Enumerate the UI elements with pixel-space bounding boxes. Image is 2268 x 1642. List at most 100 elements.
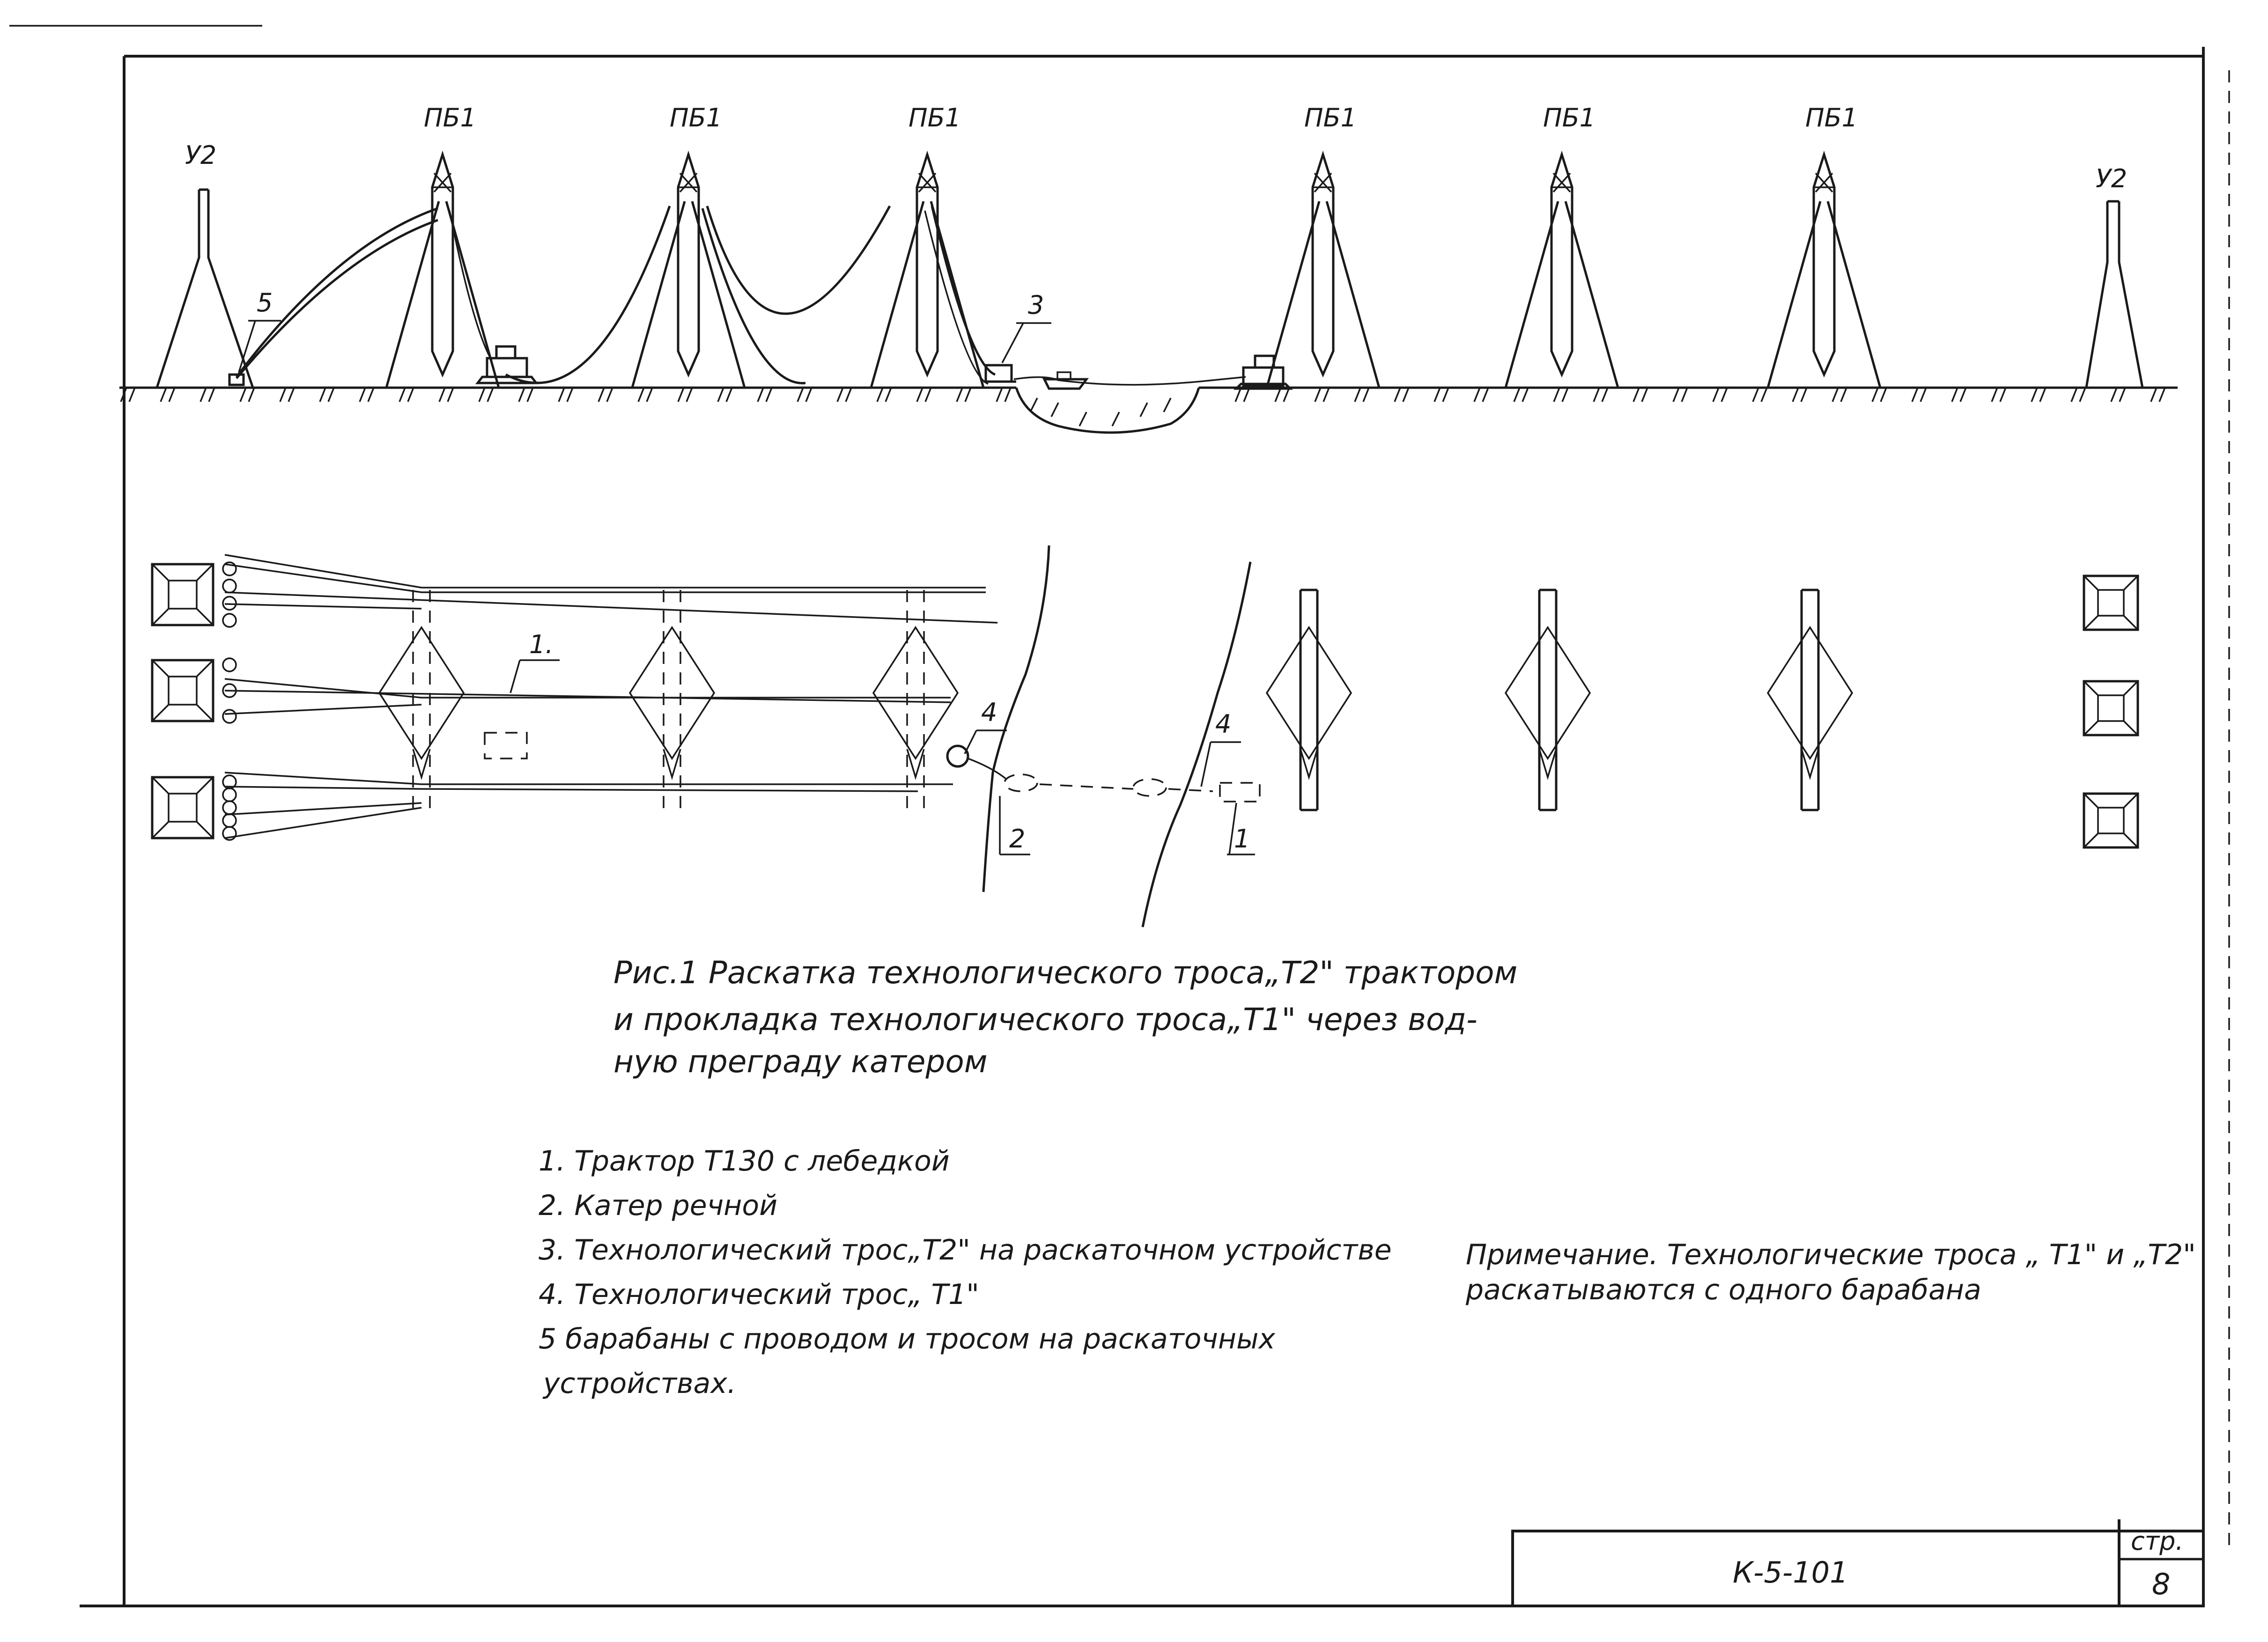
hatch-mark (359, 387, 375, 402)
hatch-mark (1871, 387, 1887, 402)
svg-text:4: 4 (981, 698, 997, 727)
svg-text:5: 5 (257, 288, 273, 317)
caption-line-3: ную преграду катером (613, 1044, 988, 1080)
cable-reel (222, 826, 237, 841)
suspension-tower: ПБ1 (870, 103, 985, 388)
hatch-mark (717, 387, 733, 402)
suspension-tower: ПБ1 (385, 103, 500, 388)
suspension-tower: ПБ1 (1504, 103, 1619, 388)
hatch-mark (518, 387, 534, 402)
boat-elevation (1042, 371, 1089, 390)
hatch-mark (2110, 387, 2126, 402)
ground-line (119, 386, 2178, 434)
plan-suspension-tower (1504, 589, 1591, 811)
hatch-mark (2150, 387, 2166, 402)
hatch-mark (1274, 387, 1290, 402)
hatch-mark (1593, 387, 1609, 402)
suspension-tower: ПБ1 (1265, 103, 1381, 388)
tower-label-pb: ПБ1 (909, 103, 961, 133)
tractor-elevation-left (475, 345, 539, 384)
hatch-mark (1553, 387, 1569, 402)
cable-reel (222, 578, 237, 594)
hatch-mark (319, 387, 335, 402)
callout-2-plan: 2 (999, 796, 1030, 855)
tower-label-pb: ПБ1 (1304, 103, 1357, 133)
tower-label-left: У2 (185, 140, 216, 170)
ground-hatching (120, 387, 2166, 402)
plan-suspension-tower (378, 590, 465, 810)
anchor-foundation (151, 774, 237, 841)
svg-text:1: 1 (1234, 824, 1250, 854)
sheet-label: стр. (2131, 1526, 2184, 1556)
hatch-mark (438, 387, 454, 402)
suspension-tower: ПБ1 (631, 103, 746, 388)
plan-anchor-foundations (151, 561, 237, 841)
tower-label-pb: ПБ1 (1805, 103, 1858, 133)
hatch-mark (1633, 387, 1648, 402)
plan-suspension-tower (1265, 589, 1352, 811)
callout-1-right: 1 (1227, 803, 1255, 855)
plan-suspension-tower (872, 590, 959, 810)
legend-item-4: 4. Технологический трос„ Т1" (539, 1278, 979, 1311)
callout-1-plan: 1. (510, 630, 560, 693)
hatch-mark (1234, 387, 1250, 402)
tower-label-right: У2 (2096, 164, 2127, 193)
svg-text:1.: 1. (529, 630, 554, 659)
tower-label-pb: ПБ1 (1543, 103, 1596, 133)
plan-suspension-towers (378, 589, 1854, 811)
cable-reel (222, 709, 237, 724)
note: Примечание. Технологические троса „ Т1" … (1465, 1238, 2196, 1306)
callout-3: 3 (1001, 290, 1051, 363)
cable-reel (222, 596, 237, 611)
callout-4-left: 4 (964, 698, 1007, 754)
hatch-mark (160, 387, 176, 402)
anchor-foundation-right (2083, 680, 2139, 736)
hatch-mark (1513, 387, 1529, 402)
legend-item-5-line-1: 5 барабаны с проводом и тросом на раскат… (539, 1323, 1275, 1355)
hatch-mark (677, 387, 693, 402)
caption-line-2: и прокладка технологического троса„Т1" ч… (613, 1001, 1478, 1038)
stringing-cables (236, 205, 1246, 386)
figure-caption: Рис.1 Раскатка технологического троса„Т2… (613, 955, 1517, 1080)
anchor-foundation-right (2083, 792, 2139, 849)
hatch-mark (836, 387, 852, 402)
svg-text:4: 4 (1215, 709, 1231, 739)
suspension-tower: ПБ1 (1766, 103, 1882, 388)
legend-item-1: 1. Трактор Т130 с лебедкой (539, 1145, 950, 1178)
title-block: К-5-101 стр. 8 (1511, 1519, 2205, 1607)
tower-label-pb: ПБ1 (424, 103, 476, 133)
hatch-mark (1394, 387, 1410, 402)
legend-item-2: 2. Катер речной (539, 1189, 777, 1222)
hatch-mark (1911, 387, 1927, 402)
anchor-foundation (151, 657, 237, 724)
hatch-mark (120, 387, 136, 402)
hatch-mark (1314, 387, 1330, 402)
hatch-mark (1433, 387, 1449, 402)
reel-stand-3 (983, 364, 1016, 383)
hatch-mark (1473, 387, 1489, 402)
plan-suspension-tower (628, 590, 716, 810)
hatch-mark (478, 387, 494, 402)
hatch-mark (757, 387, 773, 402)
tractor-elevation-right (1233, 354, 1293, 390)
hatch-mark (239, 387, 255, 402)
legend-item-5-line-2: устройствах. (542, 1367, 736, 1400)
hatch-mark (956, 387, 972, 402)
anchor-foundation (151, 561, 237, 628)
hatch-mark (1991, 387, 2007, 402)
boat-route (946, 744, 1261, 803)
anchor-foundation-right (2083, 574, 2139, 631)
hatch-mark (199, 387, 215, 402)
hatch-mark (916, 387, 932, 402)
svg-text:2: 2 (1009, 824, 1025, 854)
hatch-mark (279, 387, 295, 402)
plan-anchor-foundations-right (2083, 574, 2139, 849)
hatch-mark (1792, 387, 1808, 402)
reel-stand-5 (228, 373, 245, 386)
river-banks (982, 545, 1252, 928)
callout-5: 5 (238, 288, 281, 373)
hatch-mark (598, 387, 613, 402)
plan-cables (224, 554, 998, 839)
hatch-mark (876, 387, 892, 402)
